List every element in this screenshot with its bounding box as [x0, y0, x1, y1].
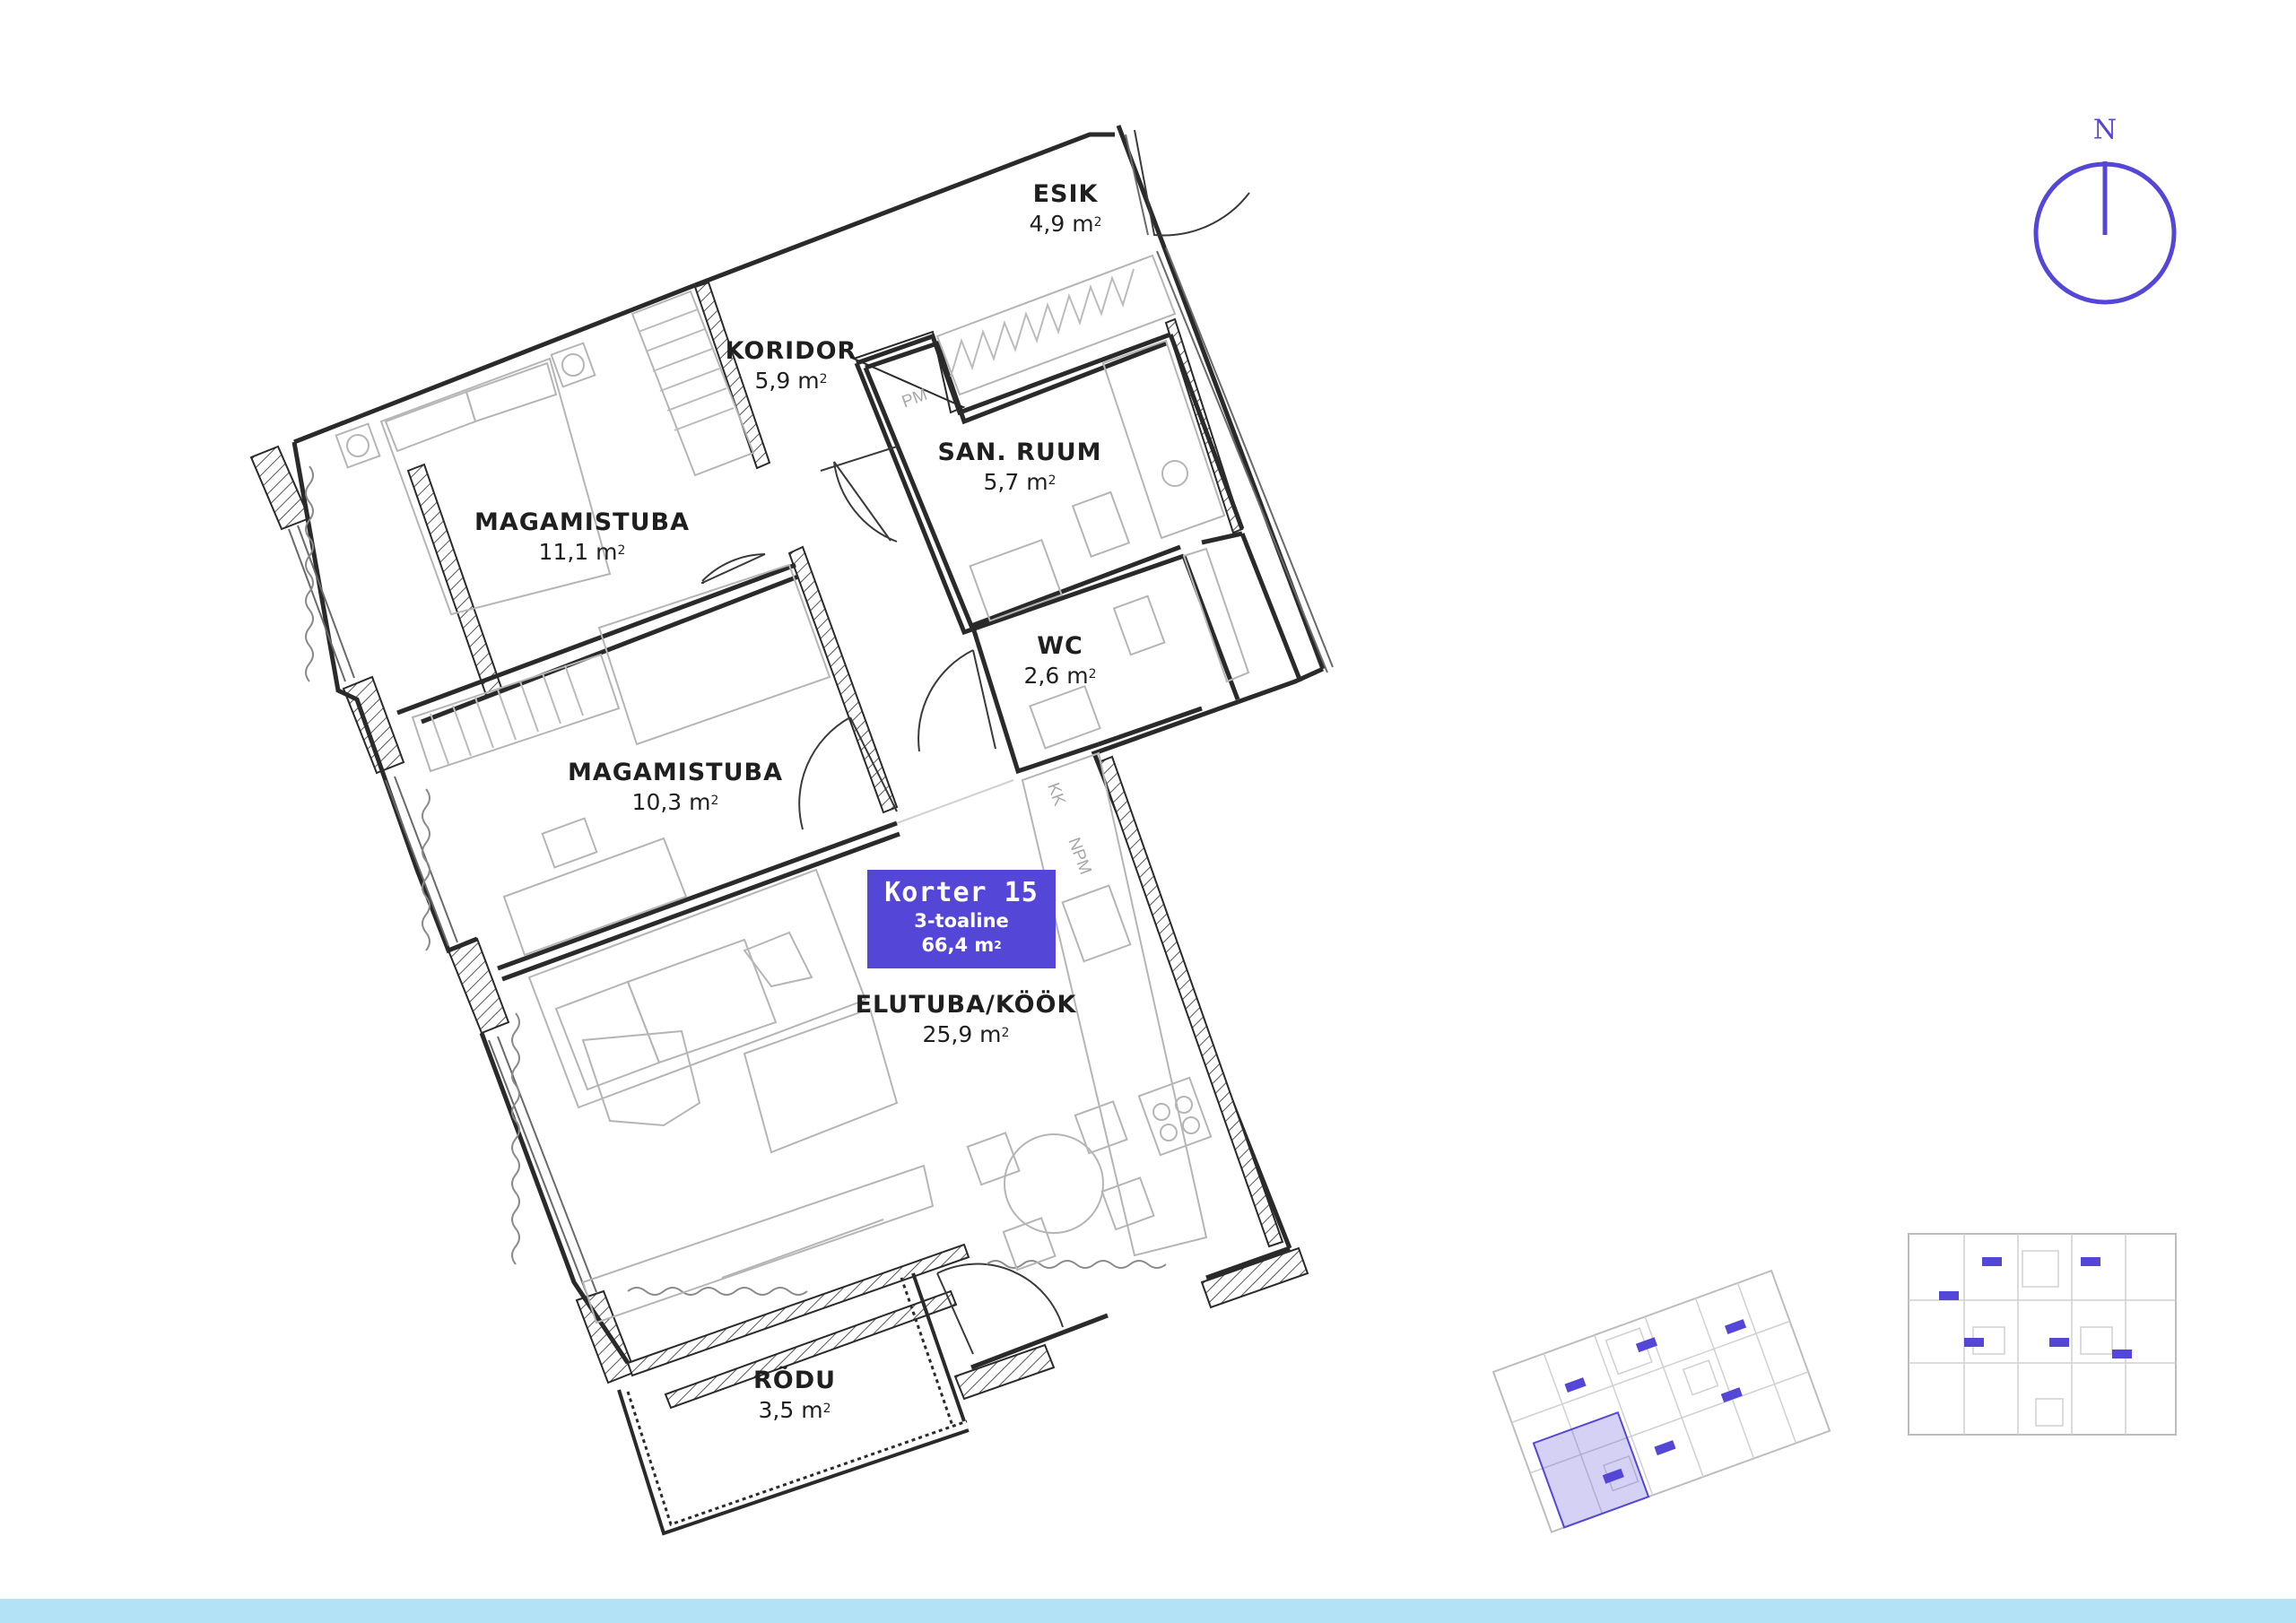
room-magamistuba-1: MAGAMISTUBA 11,1 m2	[474, 508, 690, 567]
cushion	[581, 1029, 701, 1127]
cooktop	[1137, 1076, 1213, 1157]
bathtub	[1101, 339, 1226, 540]
room-name: MAGAMISTUBA	[474, 508, 690, 536]
compass-label: N	[2092, 114, 2118, 146]
room-area: 5,9 m2	[754, 368, 828, 394]
room-magamistuba-2: MAGAMISTUBA 10,3 m2	[568, 758, 783, 817]
key-plan-highlight	[1532, 1410, 1650, 1529]
room-name: ESIK	[1032, 180, 1099, 208]
unit-title: Korter 15	[884, 877, 1039, 908]
room-area: 4,9 m2	[1029, 211, 1102, 237]
room-area: 2,6 m2	[1023, 663, 1097, 689]
desk	[502, 837, 688, 957]
coffee-table	[743, 1007, 899, 1154]
cushion-2	[743, 931, 813, 988]
windows	[288, 134, 1334, 1297]
room-rodu: RÕDU 3,5 m2	[753, 1366, 836, 1425]
wc-sink	[1029, 684, 1101, 750]
structural-walls	[249, 281, 1309, 1410]
room-area: 5,7 m2	[983, 469, 1057, 495]
toilet	[1071, 490, 1131, 558]
room-esik: ESIK 4,9 m2	[1030, 179, 1102, 239]
room-wc: WC 2,6 m2	[1024, 631, 1097, 690]
room-name: MAGAMISTUBA	[568, 759, 783, 786]
unit-room-count: 3-toaline	[914, 910, 1009, 932]
room-san-ruum: SAN. RUUM 5,7 m2	[937, 438, 1101, 497]
north-arrow-icon	[2033, 161, 2177, 305]
unit-area: 66,4 m2	[921, 934, 1002, 956]
balcony	[617, 1272, 970, 1536]
desk-chair	[541, 817, 598, 869]
room-koridor: KORIDOR 5,9 m2	[726, 336, 857, 395]
door-swings	[700, 129, 1250, 1355]
room-elutuba-kook: ELUTUBA/KÖÖK 25,9 m2	[856, 990, 1077, 1049]
key-plan-rotated	[1492, 1269, 1831, 1533]
room-name: ELUTUBA/KÖÖK	[855, 991, 1077, 1019]
partition-line	[896, 779, 1014, 824]
room-name: RÕDU	[752, 1367, 837, 1394]
bath-sink	[969, 538, 1063, 622]
furniture	[335, 254, 1250, 1324]
exterior-walls	[293, 125, 1326, 1370]
footer-bar	[0, 1599, 2296, 1623]
wardrobe-2	[411, 653, 621, 773]
room-name: WC	[1037, 632, 1083, 660]
room-area: 25,9 m2	[922, 1021, 1010, 1047]
room-area: 10,3 m2	[631, 789, 719, 815]
room-name: KORIDOR	[725, 337, 857, 365]
kitchen-counter	[1021, 751, 1208, 1257]
tv-stand	[581, 1164, 935, 1324]
room-area: 3,5 m2	[758, 1397, 831, 1423]
hall-wardrobe	[935, 254, 1177, 396]
dining-table	[1004, 1133, 1104, 1234]
room-area: 11,1 m2	[538, 539, 626, 565]
single-bed	[597, 563, 831, 746]
kitchen-sink	[1061, 884, 1132, 963]
sofa	[527, 868, 867, 1109]
double-bed	[379, 357, 612, 616]
wc-toilet	[1112, 595, 1166, 656]
wardrobe	[631, 290, 755, 477]
unit-info-badge: Korter 15 3-toaline 66,4 m2	[867, 870, 1056, 968]
room-name: SAN. RUUM	[937, 438, 1102, 466]
key-plan	[1908, 1233, 2177, 1436]
